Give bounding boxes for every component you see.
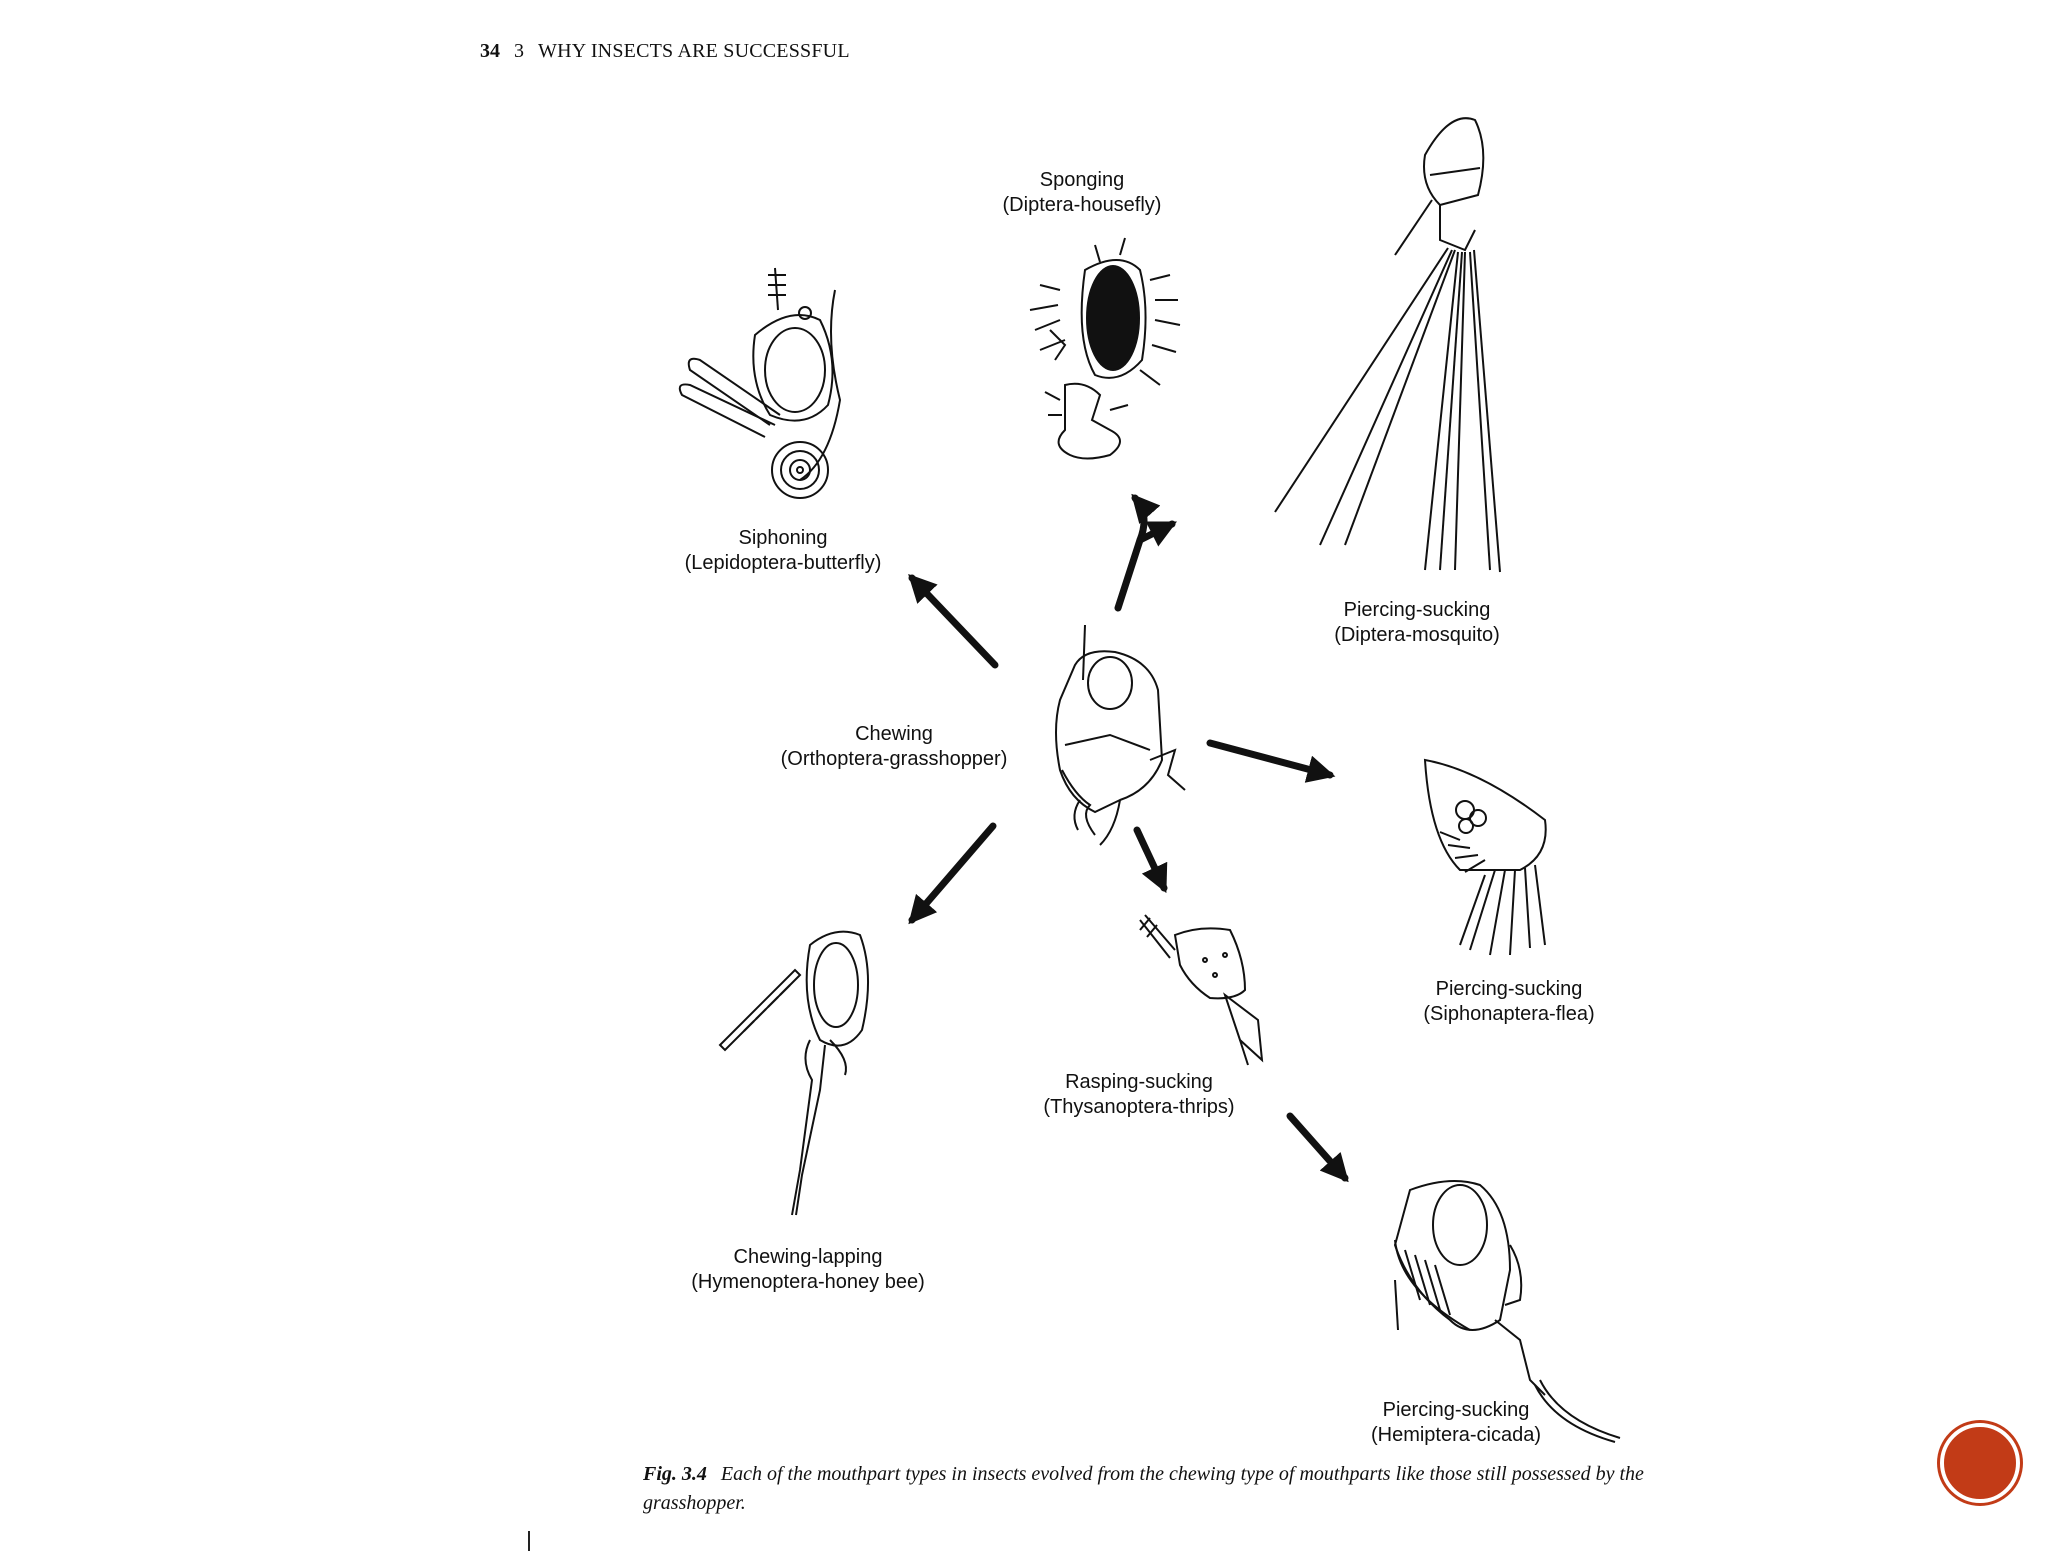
label-flea: Piercing-sucking (Siphonaptera-flea) [1423,977,1594,1027]
label-siphoning-type: Siphoning [685,526,882,551]
arrow-to-honeybee [912,826,993,920]
label-sponging: Sponging (Diptera-housefly) [1003,168,1162,218]
honeybee-head-drawing [720,932,868,1215]
grasshopper-head-drawing [1056,625,1185,845]
label-cicada-type: Piercing-sucking [1371,1398,1541,1423]
label-chewing-type: Chewing [781,722,1008,747]
label-mosquito: Piercing-sucking (Diptera-mosquito) [1334,598,1500,648]
label-honeybee: Chewing-lapping (Hymenoptera-honey bee) [691,1245,924,1295]
arrow-to-thrips [1137,830,1164,888]
label-thrips: Rasping-sucking (Thysanoptera-thrips) [1043,1070,1234,1120]
slide-badge-circle [1940,1423,2020,1503]
arrow-to-sponging [1118,498,1144,608]
label-siphoning-example: (Lepidoptera-butterfly) [685,551,882,576]
label-mosquito-example: (Diptera-mosquito) [1334,623,1500,648]
label-thrips-example: (Thysanoptera-thrips) [1043,1095,1234,1120]
label-cicada-example: (Hemiptera-cicada) [1371,1423,1541,1448]
flea-head-drawing [1425,760,1546,955]
thrips-head-drawing [1140,915,1262,1065]
figure-caption-text: Each of the mouthpart types in insects e… [643,1463,1644,1514]
arrow-to-siphoning [912,578,995,665]
housefly-head-drawing [1030,238,1180,459]
label-chewing: Chewing (Orthoptera-grasshopper) [781,722,1008,772]
label-honeybee-example: (Hymenoptera-honey bee) [691,1270,924,1295]
label-siphoning: Siphoning (Lepidoptera-butterfly) [685,526,882,576]
label-thrips-type: Rasping-sucking [1043,1070,1234,1095]
label-flea-example: (Siphonaptera-flea) [1423,1002,1594,1027]
mosquito-head-drawing [1275,118,1500,572]
label-flea-type: Piercing-sucking [1423,977,1594,1002]
label-sponging-type: Sponging [1003,168,1162,193]
label-mosquito-type: Piercing-sucking [1334,598,1500,623]
label-cicada: Piercing-sucking (Hemiptera-cicada) [1371,1398,1541,1448]
figure-number: Fig. 3.4 [643,1463,707,1485]
margin-mark [528,1531,530,1551]
arrow-to-flea [1210,743,1330,775]
label-sponging-example: (Diptera-housefly) [1003,193,1162,218]
butterfly-head-drawing [680,268,840,498]
label-honeybee-type: Chewing-lapping [691,1245,924,1270]
arrow-to-cicada [1290,1116,1345,1178]
label-chewing-example: (Orthoptera-grasshopper) [781,747,1008,772]
